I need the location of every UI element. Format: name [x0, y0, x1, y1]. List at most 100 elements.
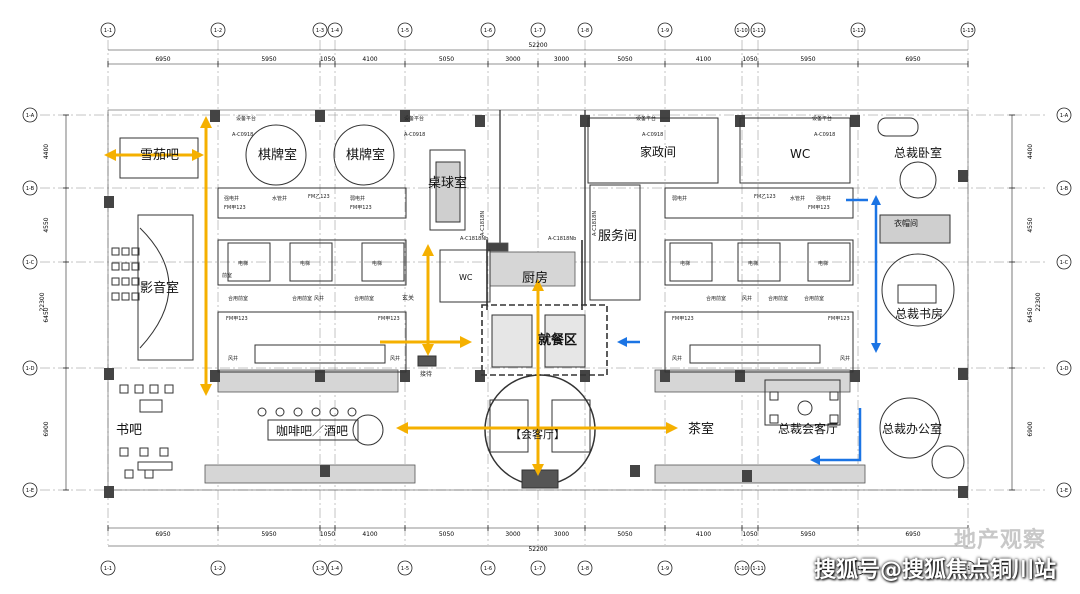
- grid-bubble: [480, 22, 496, 38]
- cafe-stool: [275, 407, 285, 417]
- svg-text:玄关: 玄关: [402, 294, 414, 302]
- row-bubble-label: 1-B: [1060, 186, 1069, 192]
- column: [315, 110, 325, 122]
- library-seat: [159, 447, 169, 457]
- label-billiards: 桌球室: [428, 175, 467, 191]
- svg-text:设备平台: 设备平台: [636, 115, 656, 122]
- svg-text:A-C1818Nb: A-C1818Nb: [548, 236, 576, 242]
- column: [958, 368, 968, 380]
- rooms-right: [587, 117, 965, 479]
- grid-bubble-label: 1-5: [401, 28, 409, 34]
- column: [958, 486, 968, 498]
- dimension-label: 6950: [905, 56, 920, 63]
- theater-seat: [131, 277, 140, 286]
- sofa-seat: [829, 414, 839, 424]
- dimension-label: 3000: [554, 531, 569, 538]
- circulation-arrows: [104, 116, 881, 476]
- grid-bubble: [312, 22, 328, 38]
- columns: [104, 110, 968, 498]
- theater-seat: [121, 292, 130, 301]
- row-bubble-label: 1-C: [26, 260, 35, 266]
- library-seat: [164, 384, 174, 394]
- grid-bubble-label: 1-4: [331, 28, 339, 34]
- row-bubble-label: 1-A: [26, 113, 35, 119]
- svg-text:FM甲123: FM甲123: [224, 205, 246, 211]
- grid-layer: 1-11-11-21-21-31-31-41-41-51-51-61-61-71…: [22, 22, 1072, 576]
- svg-text:FM乙123: FM乙123: [754, 193, 776, 200]
- grid-bubble-label: 1-12: [852, 28, 863, 34]
- dimension-label: 5050: [617, 531, 632, 538]
- dimension-label: 5050: [439, 531, 454, 538]
- label-chess1: 棋牌室: [258, 147, 297, 163]
- theater-seat: [131, 262, 140, 271]
- svg-text:A-C1818N: A-C1818N: [480, 211, 486, 236]
- grid-bubble-label: 1-8: [581, 28, 589, 34]
- row-bubble: [1056, 254, 1072, 270]
- dimension-label: 4100: [362, 531, 377, 538]
- column: [660, 110, 670, 122]
- column: [210, 110, 220, 122]
- label-wc-small: WC: [459, 273, 473, 282]
- theater-seat: [131, 247, 140, 256]
- cafe-stool: [293, 407, 303, 417]
- dimension-label: 6950: [155, 531, 170, 538]
- label-dining: 就餐区: [538, 332, 577, 348]
- building-outline: [107, 109, 969, 491]
- row-bubble: [22, 107, 38, 123]
- svg-text:A-C1818N: A-C1818N: [592, 211, 598, 236]
- grid-bubble: [577, 560, 593, 576]
- svg-text:FM乙123: FM乙123: [308, 193, 330, 200]
- row-bubble-label: 1-B: [26, 186, 35, 192]
- rooms-left: [119, 124, 491, 446]
- row-dimension-label: 4550: [1027, 217, 1034, 232]
- dimension-label: 3000: [505, 531, 520, 538]
- column: [475, 370, 485, 382]
- cafe-stool: [257, 407, 267, 417]
- dimension-label: 1050: [320, 56, 335, 63]
- dimension-label: 5950: [261, 56, 276, 63]
- label-cigar: 雪茄吧: [140, 148, 179, 163]
- column: [104, 196, 114, 208]
- svg-text:电梯: 电梯: [238, 260, 248, 267]
- svg-text:风井: 风井: [390, 355, 400, 362]
- column: [315, 370, 325, 382]
- column: [850, 115, 860, 127]
- grid-bubble-label: 1-2: [214, 566, 222, 572]
- label-ceo-study: 总裁书房: [895, 306, 943, 321]
- svg-text:弱电井: 弱电井: [350, 195, 365, 202]
- svg-text:合用前室: 合用前室: [804, 295, 824, 302]
- column: [400, 370, 410, 382]
- grid-bubble-label: 1-1: [104, 566, 112, 572]
- theater-seat: [121, 247, 130, 256]
- grid-bubble-label: 1-11: [752, 28, 763, 34]
- theater-seat: [111, 262, 120, 271]
- grid-bubble-label: 1-13: [962, 28, 973, 34]
- grid-bubble: [210, 560, 226, 576]
- column: [400, 110, 410, 122]
- grid-bubble-label: 1-11: [752, 566, 763, 572]
- label-reception: 【会客厅】: [510, 427, 565, 441]
- label-kitchen: 厨房: [522, 270, 548, 286]
- grid-bubble-label: 1-3: [316, 566, 324, 572]
- svg-text:FM甲123: FM甲123: [226, 316, 248, 322]
- grid-bubble: [960, 560, 976, 576]
- label-ceo-office: 总裁办公室: [882, 421, 942, 436]
- label-service: 服务间: [598, 228, 637, 244]
- svg-text:FM甲123: FM甲123: [808, 205, 830, 211]
- grid-bubble-label: 1-6: [484, 28, 492, 34]
- grid-bubble: [530, 560, 546, 576]
- row-bubble: [22, 360, 38, 376]
- row-bubble-label: 1-A: [1060, 113, 1069, 119]
- small-labels: 设备平台 设备平台 设备平台 设备平台 强电井 水管井 弱电井 弱电井 水管井 …: [222, 115, 850, 378]
- row-bubble: [1056, 360, 1072, 376]
- column: [958, 170, 968, 182]
- row-dimension-total: 22300: [1035, 292, 1042, 311]
- row-dimension-label: 4400: [43, 144, 50, 159]
- dimension-label: 4100: [362, 56, 377, 63]
- row-dimension-label: 4400: [1027, 144, 1034, 159]
- cafe-stool: [311, 407, 321, 417]
- cafe-stool: [329, 407, 339, 417]
- grid-bubble: [577, 22, 593, 38]
- grid-bubble-label: 1-5: [401, 566, 409, 572]
- dimension-label: 1050: [742, 531, 757, 538]
